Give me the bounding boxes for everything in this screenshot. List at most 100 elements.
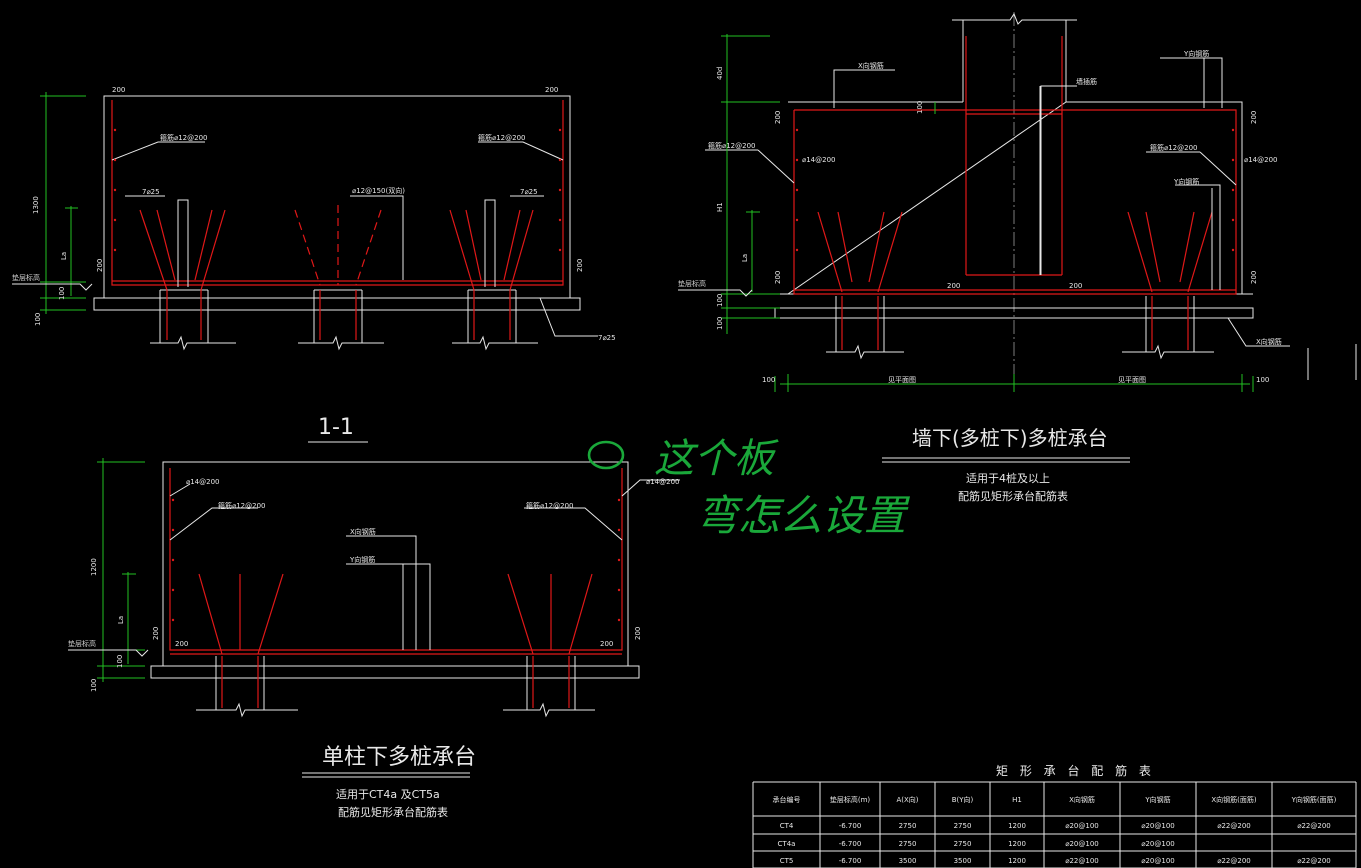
table-cell: ⌀20@100 (1141, 840, 1174, 848)
table-cell: ⌀20@100 (1141, 857, 1174, 865)
blinding-layer (93, 297, 581, 311)
x-bar-label-2: X向钢筋 (1256, 337, 1282, 346)
y-bar-label-3: Y向钢筋 (349, 555, 375, 564)
pile-2-right (1122, 211, 1214, 360)
single-cap-note-1: 适用于CT4a 及CT5a (336, 788, 440, 801)
dimension-lines-1 (12, 92, 93, 314)
side-bar-label-left-3: ⌀14@200 (186, 478, 219, 486)
side-cover-right-2: 200 (1250, 271, 1258, 284)
single-cap-note-2: 配筋见矩形承台配筋表 (338, 805, 448, 819)
side-cover-right-3: 200 (634, 627, 642, 640)
table-cell: CT4 (780, 822, 794, 830)
table-header-cell: X向钢筋(面筋) (1211, 795, 1257, 804)
table-cell: ⌀22@200 (1217, 857, 1250, 865)
pile-2-left (817, 211, 904, 360)
table-cell: 2750 (954, 840, 972, 848)
bar-label-right: 7⌀25 (520, 188, 538, 196)
dim-1200: 1200 (90, 558, 98, 576)
cover-top-right: 200 (545, 86, 558, 94)
dim-100-3a: 100 (116, 655, 124, 668)
hoop-label-right-3: 箍筋⌀12@200 (526, 501, 573, 510)
pile-3-left (196, 573, 298, 718)
side-cover-left: 200 (96, 259, 104, 272)
table-cell: 1200 (1008, 822, 1026, 830)
side-cover-left-2: 200 (774, 271, 782, 284)
pile-middle (294, 205, 384, 351)
hoop-label-left: 箍筋⌀12@200 (160, 133, 207, 142)
hoop-label-right-2: 箍筋⌀12@200 (1150, 143, 1197, 152)
cover-top-right-2: 200 (1250, 111, 1258, 124)
wall-cap-title: 墙下(多桩下)多桩承台 (912, 426, 1108, 450)
table-header-cell: 垫层标高(m) (830, 795, 871, 804)
bar-label-bottom: 7⌀25 (598, 334, 616, 342)
dim-100-a: 100 (58, 287, 66, 300)
table-cell: 1200 (1008, 840, 1026, 848)
table-cell: -6.700 (839, 840, 862, 848)
wall-bar-label: 墙插筋 (1076, 77, 1097, 86)
table-header-cell: Y向钢筋 (1144, 795, 1170, 804)
pile-left (139, 199, 236, 351)
table-cell: ⌀22@200 (1297, 822, 1330, 830)
pile-3-right (503, 573, 595, 718)
table-cell: CT4a (778, 840, 796, 848)
single-cap-title: 单柱下多桩承台 (322, 745, 476, 770)
table-cell: ⌀22@200 (1217, 822, 1250, 830)
pile-cap-section-1: 1300 La 100 100 200 200 200 200 垫层标高 箍筋⌀… (12, 86, 616, 351)
bottom-cover-right-3: 200 (600, 640, 613, 648)
table-header-cell: 承台编号 (773, 795, 801, 804)
table-header-cell: B(Y向) (952, 795, 974, 804)
cap-outline (103, 95, 571, 299)
side-bar-label-right-2: ⌀14@200 (1244, 156, 1277, 164)
handwritten-annotation: 这个板 弯怎么设置 (587, 436, 911, 540)
side-cover-left-3: 200 (152, 627, 160, 640)
dim-la-3: La (117, 616, 125, 624)
elevation-label-3: 垫层标高 (68, 639, 96, 648)
table-cell: ⌀20@100 (1065, 840, 1098, 848)
annotation-line-2: 弯怎么设置 (696, 491, 911, 540)
dimension-lines-2 (678, 34, 1254, 392)
cap-outline-2 (786, 101, 1243, 295)
dim-100-2b: 100 (716, 317, 724, 330)
table-header-cell: A(X向) (896, 795, 918, 804)
annotation-line-1: 这个板 (654, 436, 779, 482)
span-right-label: 见平面图 (1118, 376, 1146, 384)
elevation-label-2: 垫层标高 (678, 279, 706, 288)
y-bar-label-2: Y向钢筋 (1173, 177, 1199, 186)
bottom-cover-left-3: 200 (175, 640, 188, 648)
table-cell: 2750 (899, 822, 917, 830)
cover-top-left: 200 (112, 86, 125, 94)
table-cell: 2750 (954, 822, 972, 830)
dim-1300: 1300 (32, 196, 40, 214)
blinding-layer-3 (150, 665, 640, 679)
bottom-cover-right-2: 200 (1069, 282, 1082, 290)
table-cell: ⌀22@100 (1065, 857, 1098, 865)
wall-cap-note-1: 适用于4桩及以上 (966, 471, 1050, 485)
bar-label-left: 7⌀25 (142, 188, 160, 196)
dim-100-2a: 100 (716, 294, 724, 307)
table-cell: 1200 (1008, 857, 1026, 865)
dim-100-3b: 100 (90, 679, 98, 692)
cover-top-left-2: 200 (774, 111, 782, 124)
table-title: 矩 形 承 台 配 筋 表 (996, 763, 1155, 778)
table-header-cell: X向钢筋 (1069, 795, 1095, 804)
side-cover-right: 200 (576, 259, 584, 272)
table-cell: ⌀22@200 (1297, 857, 1330, 865)
table-cell: -6.700 (839, 822, 862, 830)
bottom-width-right: 100 (1256, 376, 1269, 384)
section-label-text: 1-1 (318, 415, 354, 440)
annotation-circle-icon (587, 440, 625, 470)
side-bar-label-right-3: ⌀14@200 (646, 478, 679, 486)
bottom-width-left: 100 (762, 376, 775, 384)
span-left-label: 见平面图 (888, 376, 916, 384)
table-cell: CT5 (780, 857, 794, 865)
dimension-lines-3 (68, 458, 149, 682)
dim-la-2: La (741, 254, 749, 262)
wall-cap-note-2: 配筋见矩形承台配筋表 (958, 489, 1068, 503)
x-bar-label-3: X向钢筋 (350, 527, 376, 536)
dim-40d: 40d (716, 67, 724, 80)
table-cell: 3500 (954, 857, 972, 865)
table-cell: ⌀20@100 (1141, 822, 1174, 830)
table-header-cell: Y向钢筋(面筋) (1291, 795, 1337, 804)
